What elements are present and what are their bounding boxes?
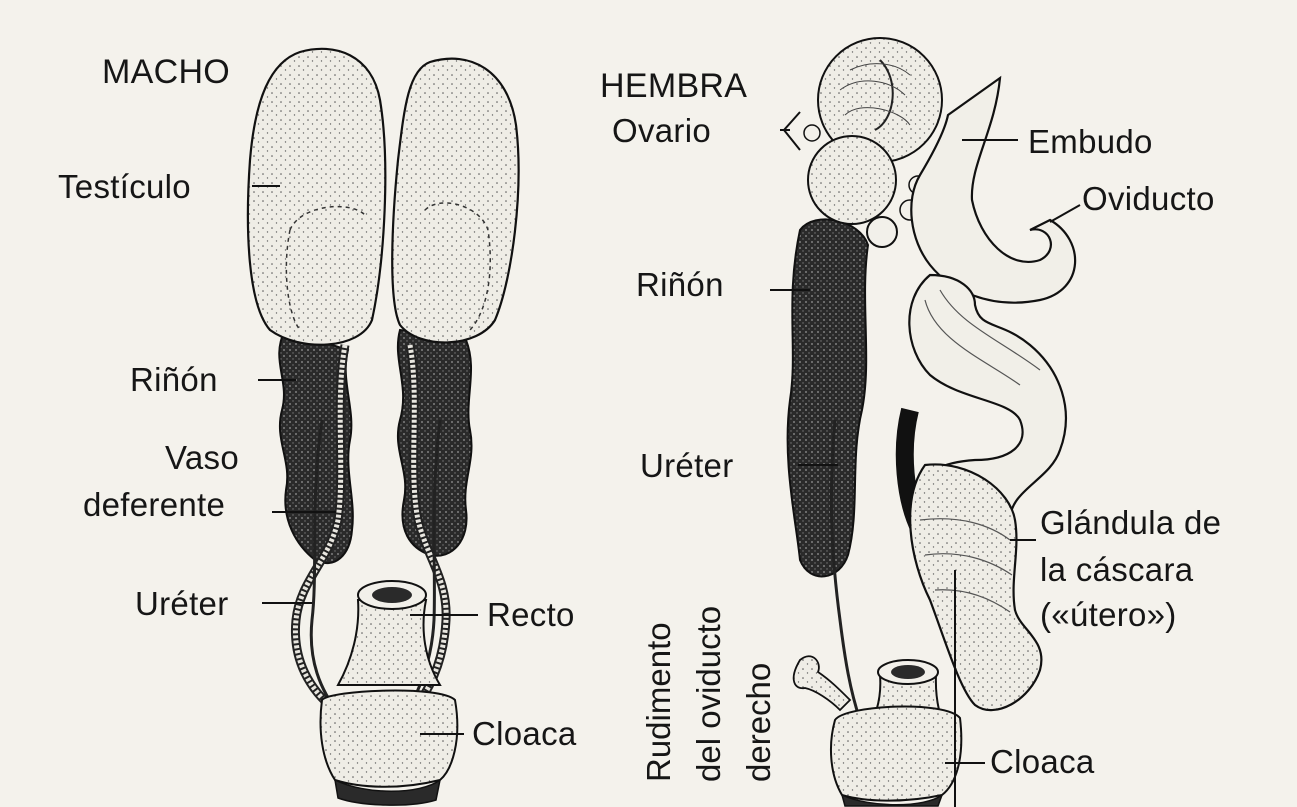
label-male-kidney: Riñón (130, 362, 218, 398)
label-rudiment-line2: del oviducto (690, 606, 728, 782)
label-ovary: Ovario (612, 113, 711, 149)
label-female-cloaca: Cloaca (990, 744, 1095, 780)
label-vas-deferens-line1: Vaso (165, 440, 239, 476)
male-left-testis (248, 49, 385, 345)
female-kidney (788, 219, 868, 576)
label-shell-gland-line3: («útero») (1040, 597, 1177, 633)
label-vas-deferens-line2: deferente (83, 487, 225, 523)
label-rectum: Recto (487, 597, 575, 633)
female-oviduct-rudiment (794, 656, 850, 710)
male-cloaca (321, 691, 458, 787)
label-rudiment-line3: derecho (740, 663, 778, 782)
label-infundibulum: Embudo (1028, 124, 1153, 160)
label-male-cloaca: Cloaca (472, 716, 577, 752)
label-testis: Testículo (58, 169, 191, 205)
male-rectum (338, 600, 440, 685)
male-title: MACHO (102, 54, 230, 90)
label-male-ureter: Uréter (135, 586, 229, 622)
label-shell-gland-line2: la cáscara (1040, 552, 1193, 588)
male-figure (248, 49, 519, 805)
female-ovary-follicle (808, 136, 896, 224)
label-oviduct: Oviducto (1082, 181, 1215, 217)
label-female-ureter: Uréter (640, 448, 734, 484)
label-rudiment-line1: Rudimento (640, 622, 678, 782)
label-female-kidney: Riñón (636, 267, 724, 303)
female-title: HEMBRA (600, 68, 747, 104)
male-right-testis (392, 59, 518, 343)
female-cloaca (831, 706, 961, 800)
label-shell-gland-line1: Glándula de (1040, 505, 1221, 541)
